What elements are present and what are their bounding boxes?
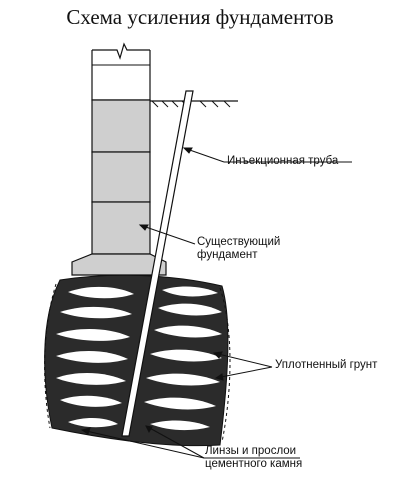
cement-lenses xyxy=(56,286,222,431)
leader-line-foundation xyxy=(139,224,196,245)
foundation-block xyxy=(91,151,151,203)
arrowhead xyxy=(80,427,91,435)
lens xyxy=(150,420,210,431)
foundation-footing xyxy=(71,253,167,276)
lens xyxy=(68,286,134,299)
arrowhead xyxy=(214,373,224,381)
lens xyxy=(68,418,118,428)
lens xyxy=(154,325,222,338)
leader-lines xyxy=(80,147,352,459)
lens xyxy=(144,397,216,410)
label-cement-lenses-line2: цементного камня xyxy=(205,458,303,470)
leader-line-lenses xyxy=(81,429,205,459)
soil-boundary xyxy=(44,283,57,429)
label-injection-pipe: Инъекционная труба xyxy=(227,155,339,167)
lens xyxy=(158,303,222,316)
label-existing-foundation-line2: фундамент xyxy=(197,249,258,261)
existing-foundation xyxy=(71,99,167,276)
lens xyxy=(60,395,122,407)
wall-above-ground xyxy=(91,42,151,101)
diagram-title: Схема усиления фундаментов xyxy=(66,5,334,29)
arrowhead xyxy=(182,147,193,154)
lens xyxy=(56,350,128,363)
injection-pipe xyxy=(121,90,194,437)
foundation-block xyxy=(91,99,151,153)
lens xyxy=(56,372,126,385)
arrowhead xyxy=(145,425,153,434)
ground-hatching xyxy=(151,100,231,108)
arrowhead xyxy=(212,351,223,359)
soil-boundary xyxy=(219,287,231,443)
lens xyxy=(162,286,218,297)
label-compacted-soil: Уплотненный грунт xyxy=(275,359,378,371)
lens xyxy=(150,349,222,362)
leader-line-soil xyxy=(213,352,273,368)
arrowhead xyxy=(138,224,149,231)
lens xyxy=(56,328,130,341)
label-existing-foundation: Существующий xyxy=(197,236,281,248)
leader-line-soil xyxy=(215,366,273,379)
lens xyxy=(60,306,132,319)
label-cement-lenses: Линзы и прослои xyxy=(205,445,297,457)
lens xyxy=(146,373,220,386)
foundation-block xyxy=(91,201,151,255)
leader-line-lenses xyxy=(145,425,205,459)
